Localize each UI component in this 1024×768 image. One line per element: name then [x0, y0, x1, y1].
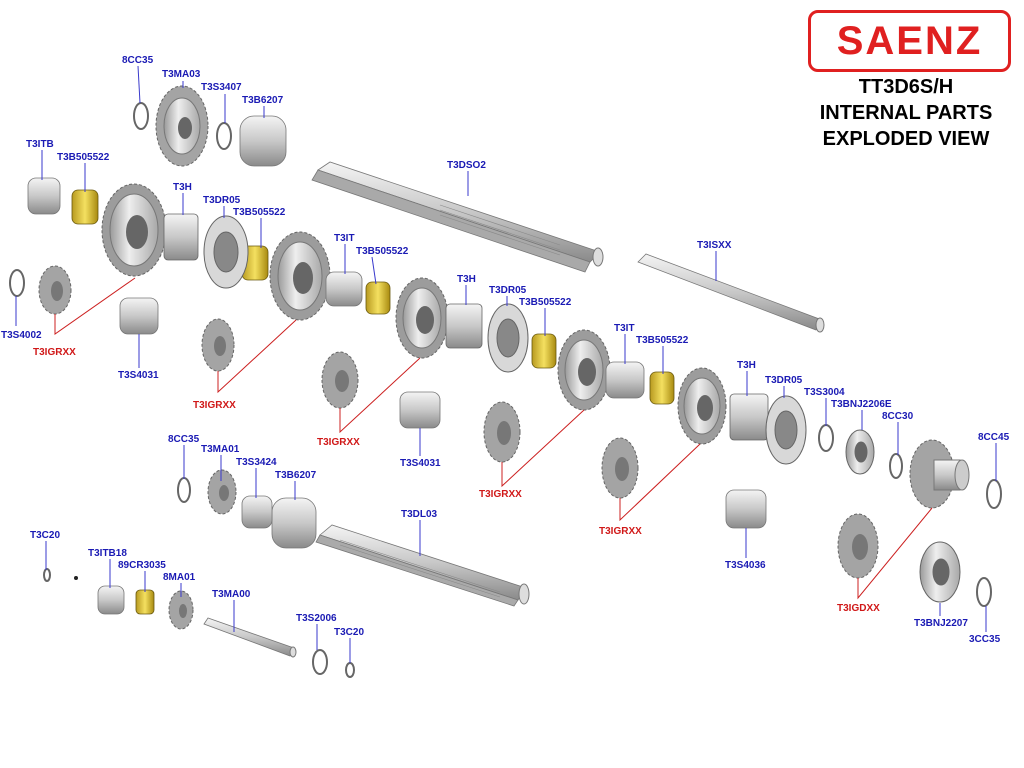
label-t3itb18: T3ITB18	[88, 548, 127, 559]
label-t3dl03: T3DL03	[401, 509, 438, 520]
gear-t3ma03	[155, 85, 209, 167]
label-t3s2006: T3S2006	[296, 613, 337, 624]
gear-large-2	[269, 231, 331, 321]
label-t3bnj2207: T3BNJ2207	[914, 618, 968, 629]
label-t3c20: T3C20	[30, 530, 61, 541]
label-8cc35: 8CC35	[168, 434, 200, 445]
label-t3bnj2206e: T3BNJ2206E	[831, 399, 892, 410]
label-t3s3004: T3S3004	[804, 387, 845, 398]
label-t3ma00: T3MA00	[212, 589, 251, 600]
leader-lines-red	[54, 277, 933, 600]
shaft-t3ma00	[203, 617, 297, 658]
label-t3s4002: T3S4002	[1, 330, 42, 341]
label-8cc30: 8CC30	[882, 411, 914, 422]
label-t3s4031: T3S4031	[400, 458, 441, 469]
ball	[74, 576, 78, 580]
bearings	[845, 429, 961, 603]
label-t3ma01: T3MA01	[201, 444, 240, 455]
label-8cc45: 8CC45	[978, 432, 1010, 443]
snap-rings	[9, 102, 1002, 678]
title-subtitle: INTERNAL PARTS	[819, 102, 993, 124]
label-3cc35: 3CC35	[969, 634, 1001, 645]
label-t3igdxx: T3IGDXX	[837, 603, 880, 614]
label-t3it: T3IT	[614, 323, 635, 334]
label-8ma01: 8MA01	[163, 572, 196, 583]
drums	[203, 215, 807, 465]
label-t3dr05: T3DR05	[765, 375, 803, 386]
label-t3h: T3H	[737, 360, 756, 371]
label-t3igrxx: T3IGRXX	[479, 489, 522, 500]
label-t3dr05: T3DR05	[203, 195, 241, 206]
gear-large-4	[557, 329, 611, 411]
gear-output	[909, 439, 970, 509]
label-t3igrxx: T3IGRXX	[599, 526, 642, 537]
label-8cc35: 8CC35	[122, 55, 154, 66]
label-t3s4031: T3S4031	[118, 370, 159, 381]
title-model: TT3D6S/H	[858, 76, 954, 98]
hubs	[163, 213, 769, 441]
small-gear-bores	[51, 281, 868, 618]
logo-text: SAENZ	[836, 19, 983, 63]
label-t3isxx: T3ISXX	[697, 240, 732, 251]
saenz-logo: SAENZ	[808, 10, 1011, 72]
label-t3itb: T3ITB	[26, 139, 54, 150]
gear-large-1	[101, 183, 167, 277]
label-t3igrxx: T3IGRXX	[317, 437, 360, 448]
label-t3h: T3H	[173, 182, 192, 193]
label-t3b505522: T3B505522	[57, 152, 110, 163]
label-t3s3407: T3S3407	[201, 82, 242, 93]
label-t3igrxx: T3IGRXX	[33, 347, 76, 358]
label-t3s4036: T3S4036	[725, 560, 766, 571]
sleeves	[27, 115, 767, 615]
label-t3b505522: T3B505522	[233, 207, 286, 218]
label-t3b505522: T3B505522	[356, 246, 409, 257]
label-t3ma03: T3MA03	[162, 69, 201, 80]
label-t3h: T3H	[457, 274, 476, 285]
label-t3b505522: T3B505522	[519, 297, 572, 308]
label-t3b6207: T3B6207	[275, 470, 317, 481]
label-t3c20: T3C20	[334, 627, 365, 638]
shaft-t3isxx	[637, 253, 825, 333]
shaft-t3dso2	[311, 161, 604, 273]
label-t3dr05: T3DR05	[489, 285, 527, 296]
gear-large-3	[395, 277, 449, 359]
title-view: EXPLODED VIEW	[822, 128, 990, 150]
leader-lines-blue	[15, 65, 997, 663]
label-t3b505522: T3B505522	[636, 335, 689, 346]
label-t3it: T3IT	[334, 233, 355, 244]
label-89cr3035: 89CR3035	[118, 560, 166, 571]
label-t3b6207: T3B6207	[242, 95, 284, 106]
label-t3igrxx: T3IGRXX	[193, 400, 236, 411]
shaft-t3dl03	[315, 524, 530, 607]
label-t3dso2: T3DSO2	[447, 160, 486, 171]
gear-large-5	[677, 367, 727, 445]
label-t3s3424: T3S3424	[236, 457, 277, 468]
